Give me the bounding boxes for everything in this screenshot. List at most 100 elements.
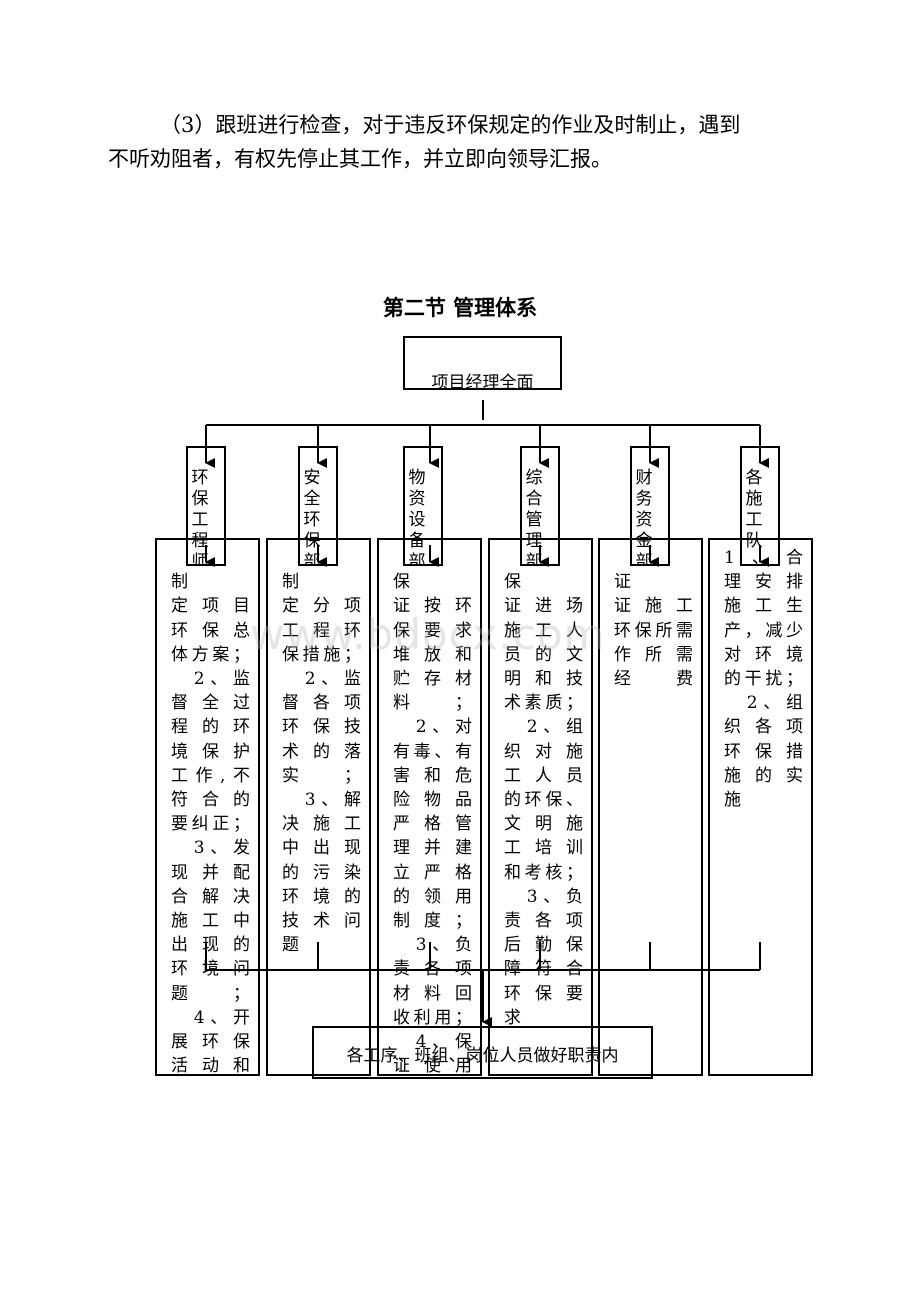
dept-label-safety-environment: 安全环保部 <box>298 446 338 566</box>
dept-1-duties: 定项目环保总体方案； 2、监督全过程的环境保护工作,不符合的要纠正； 3、发现并… <box>171 594 250 1076</box>
duty-line: 施 <box>724 790 741 811</box>
duty-line: 3、负 <box>393 935 472 956</box>
duty-line: 要纠正； <box>171 814 250 835</box>
duty-line: 对环境 <box>724 644 803 665</box>
label-char: 备 <box>408 531 426 551</box>
dept-label-finance: 财务资金部 <box>630 446 670 566</box>
paragraph-line-2: 不听劝阻者，有权先停止其工作，并立即向领导汇报。 <box>108 147 612 171</box>
duty-line: 3、发 <box>171 838 250 859</box>
paragraph-line-1: （3）跟班进行检查，对于违反环保规定的作业及时制止，遇到 <box>160 113 741 137</box>
duty-line: 证施工 <box>614 596 693 617</box>
dept-2-duties: 定分项工程环保措施； 2、监督各项环保技术的落实； 3、解决施工中出现的污染环境… <box>282 594 361 957</box>
duty-line: 展环保 <box>171 1032 250 1053</box>
dept-5-duties-box: 证 证施工环保所需作所需经费 <box>598 538 703 1076</box>
duty-line: 活动和 <box>171 1056 250 1076</box>
duty-line: 2、组 <box>724 693 803 714</box>
label-char: 工 <box>191 510 209 530</box>
label-char: 综 <box>525 468 543 488</box>
label-char: 理 <box>525 531 543 551</box>
duty-line: 环保技 <box>282 717 361 738</box>
duty-line: 险物品 <box>393 790 472 811</box>
duty-line: 证按环 <box>393 596 472 617</box>
dept-3-duties: 证按环保要求堆放和贮存材料； 2、对有毒、有害和危险物品严格管理并建立严格的领用… <box>393 594 472 1074</box>
label-char: 部 <box>303 552 321 566</box>
dept-3-leadin: 保 <box>393 548 461 593</box>
duty-line: 术素质； <box>504 693 583 714</box>
label-char: 师 <box>191 552 209 566</box>
label-char: 程 <box>191 531 209 551</box>
duty-line: 收利用； <box>393 1007 472 1028</box>
duty-line: 织各项 <box>724 717 803 738</box>
dept-2-label: 安全环保部 <box>302 468 336 566</box>
label-char: 全 <box>303 489 321 509</box>
duty-line: 决施工 <box>282 814 361 835</box>
duty-line: 合解决 <box>171 886 250 907</box>
dept-4-leadin: 保 <box>504 548 572 593</box>
duty-line: 工人员 <box>504 765 583 786</box>
dept-1-leadin: 制 <box>171 548 239 593</box>
bottom-node-box: 各工序、班组、岗位人员做好职责内 <box>312 1026 653 1079</box>
duty-line: 工培训 <box>504 838 583 859</box>
intro-paragraph: （3）跟班进行检查，对于违反环保规定的作业及时制止，遇到 不听劝阻者，有权先停止… <box>108 108 808 176</box>
dept-label-general-management: 综合管理部 <box>520 446 560 566</box>
dept-6-duties-box: 1、合理安排施工生产，减少对环境的干扰； 2、组织各项环保措施的实施 <box>708 538 813 1076</box>
label-char: 设 <box>408 510 426 530</box>
label-char: 保 <box>303 531 321 551</box>
duty-line: 工程环 <box>282 620 361 641</box>
duty-line: 符合的 <box>171 790 250 811</box>
duty-line: 定分项 <box>282 596 361 617</box>
dept-3-duties-box: 保 证按环保要求堆放和贮存材料； 2、对有毒、有害和危险物品严格管理并建立严格的… <box>377 538 482 1076</box>
label-char: 施 <box>745 489 763 509</box>
duty-line: 制度； <box>393 911 472 932</box>
dept-6-label: 各施工队 <box>744 468 778 552</box>
duty-line: 织对施 <box>504 741 583 762</box>
duty-line: 理并建 <box>393 838 472 859</box>
label-char: 工 <box>745 510 763 530</box>
duty-line: 明和技 <box>504 669 583 690</box>
duty-line: 文明施 <box>504 814 583 835</box>
dept-label-construction-teams: 各施工队 <box>740 446 780 566</box>
dept-label-materials-equipment: 物资设备部 <box>403 446 443 566</box>
duty-line: 责各项 <box>393 959 472 980</box>
duty-line: 料； <box>393 693 472 714</box>
duty-line: 中出现 <box>282 838 361 859</box>
duty-line: 责各项 <box>504 911 583 932</box>
duty-line: 作所需 <box>614 644 693 665</box>
duty-line: 实； <box>282 765 361 786</box>
section-title: 第二节 管理体系 <box>382 296 538 320</box>
label-char: 保 <box>191 489 209 509</box>
label-char: 部 <box>525 552 543 566</box>
label-char: 物 <box>408 468 426 488</box>
duty-line: 立严格 <box>393 862 472 883</box>
label-char: 环 <box>303 510 321 530</box>
duty-line: 堆放和 <box>393 644 472 665</box>
duty-line: 障符合 <box>504 959 583 980</box>
dept-5-label: 财务资金部 <box>634 468 668 564</box>
duty-line: 严格管 <box>393 814 472 835</box>
dept-1-duties-box: 制 定项目环保总体方案； 2、监督全过程的环境保护工作,不符合的要纠正； 3、发… <box>155 538 260 1076</box>
dept-6-duties: 1、合理安排施工生产，减少对环境的干扰； 2、组织各项环保措施的实施 <box>724 546 803 812</box>
duty-line: 现并配 <box>171 862 250 883</box>
dept-5-leadin: 证 <box>614 548 682 593</box>
duty-line: 2、对 <box>393 717 472 738</box>
label-char: 合 <box>525 489 543 509</box>
bottom-node-label: 各工序、班组、岗位人员做好职责内 <box>346 1046 619 1066</box>
duty-line: 环保要 <box>504 983 583 1004</box>
dept-4-duties: 证进场施工人员的文明和技术素质； 2、组织对施工人员的环保、文明施工培训和考核；… <box>504 594 583 1030</box>
duty-line: 4、保 <box>393 1032 472 1053</box>
duty-line: 1、合 <box>724 548 803 568</box>
duty-line: 证进场 <box>504 596 583 617</box>
label-char: 金 <box>635 531 653 551</box>
duty-line: 后勤保 <box>504 935 583 956</box>
duty-line: 施工人 <box>504 620 583 641</box>
label-char: 资 <box>408 489 426 509</box>
duty-line: 环保总 <box>171 620 250 641</box>
dept-1-label: 环保工程师 <box>190 468 224 566</box>
duty-line: 3、负 <box>504 886 583 907</box>
duty-line: 材料回 <box>393 983 472 1004</box>
dept-3-label: 物资设备部 <box>407 468 441 564</box>
duty-line: 施工生 <box>724 596 803 617</box>
duty-line: 害和危 <box>393 765 472 786</box>
duty-line: 有毒、有 <box>393 741 472 762</box>
